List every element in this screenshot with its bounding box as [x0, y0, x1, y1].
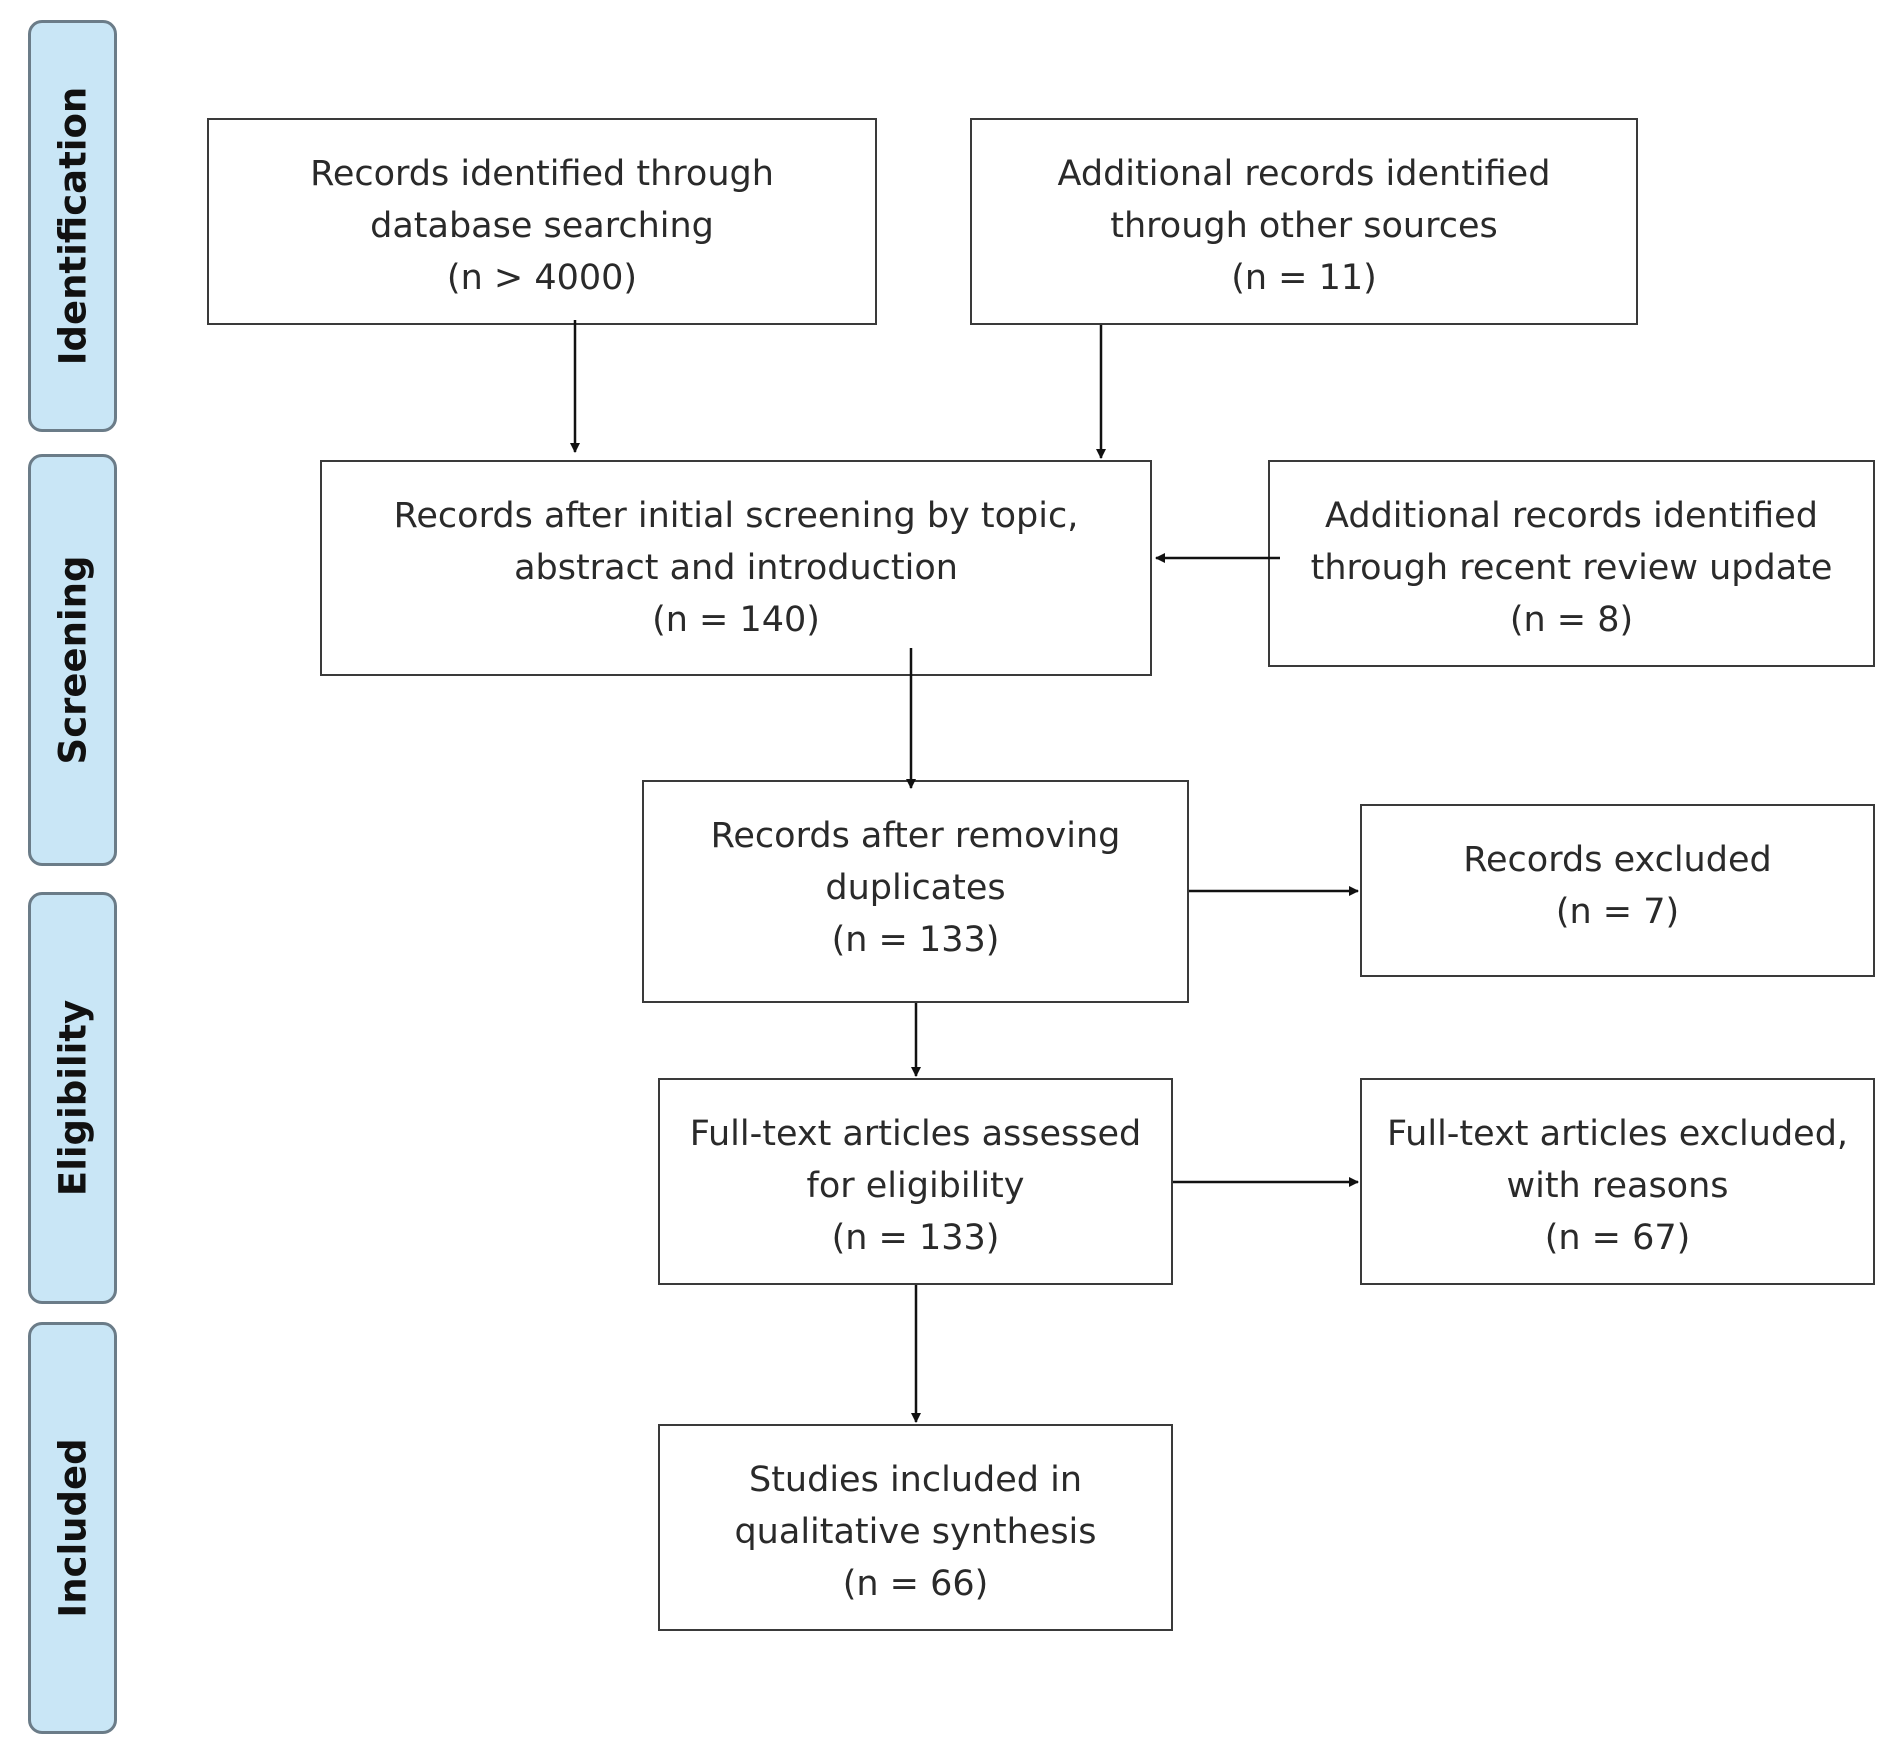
box-fulltext-assessed: Full-text articles assessed for eligibil…: [658, 1078, 1173, 1285]
box-line: Records after removing: [710, 816, 1121, 856]
box-review-update: Additional records identified through re…: [1268, 460, 1875, 667]
box-line: (n = 8): [1509, 600, 1634, 640]
box-line: (n = 133): [831, 1218, 1000, 1258]
phase-included: Included: [28, 1322, 117, 1734]
box-line: (n = 67): [1544, 1218, 1691, 1258]
box-line: Full-text articles excluded,: [1386, 1114, 1849, 1154]
box-line: (n > 4000): [446, 258, 638, 298]
box-studies-included: Studies included in qualitative synthesi…: [658, 1424, 1173, 1631]
box-line: Additional records identified: [1057, 154, 1551, 194]
box-line: Studies included in: [748, 1460, 1082, 1500]
box-duplicates-removed: Records after removing duplicates (n = 1…: [642, 780, 1189, 1003]
box-line: through other sources: [1110, 206, 1498, 246]
box-initial-screening: Records after initial screening by topic…: [320, 460, 1152, 676]
box-line: (n = 66): [842, 1564, 989, 1604]
box-line: qualitative synthesis: [734, 1512, 1097, 1552]
box-line: for eligibility: [806, 1166, 1025, 1206]
box-line: Records identified through: [310, 154, 774, 194]
box-fulltext-excluded: Full-text articles excluded, with reason…: [1360, 1078, 1875, 1285]
box-records-excluded: Records excluded (n = 7): [1360, 804, 1875, 977]
box-line: with reasons: [1506, 1166, 1729, 1206]
phase-eligibility: Eligibility: [28, 892, 117, 1304]
box-line: (n = 133): [831, 920, 1000, 960]
box-line: duplicates: [825, 868, 1006, 908]
box-other-sources: Additional records identified through ot…: [970, 118, 1638, 325]
box-line: (n = 140): [652, 600, 820, 640]
box-line: (n = 7): [1555, 892, 1680, 932]
phase-identification: Identification: [28, 20, 117, 432]
box-line: Records excluded: [1463, 840, 1772, 880]
box-line: abstract and introduction: [514, 548, 958, 588]
box-line: database searching: [370, 206, 714, 246]
box-database-searching: Records identified through database sear…: [207, 118, 877, 325]
box-line: Records after initial screening by topic…: [393, 496, 1079, 536]
box-line: (n = 11): [1231, 258, 1377, 298]
box-line: through recent review update: [1310, 548, 1833, 588]
box-line: Additional records identified: [1325, 496, 1818, 536]
box-line: Full-text articles assessed: [689, 1114, 1142, 1154]
phase-screening: Screening: [28, 454, 117, 866]
